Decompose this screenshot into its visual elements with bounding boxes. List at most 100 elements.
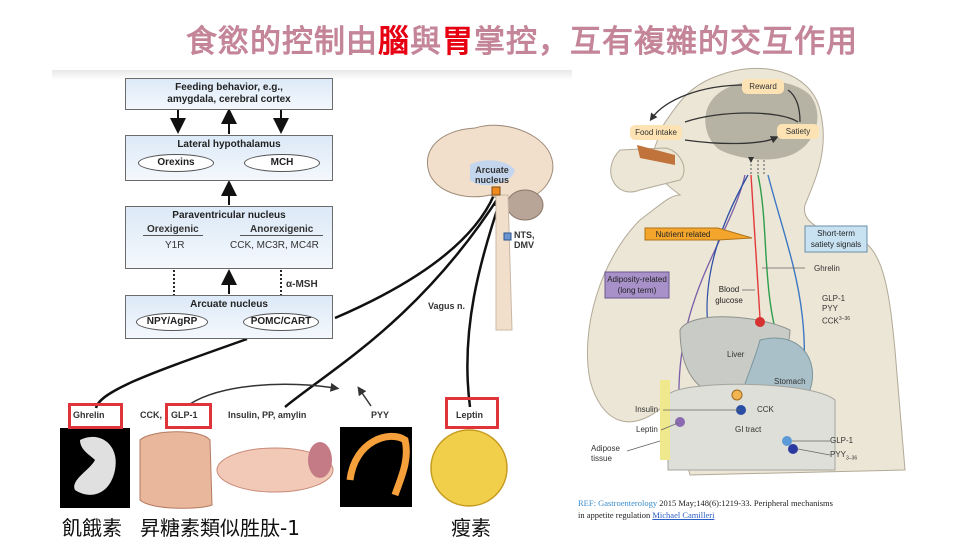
liver-label: Liver xyxy=(727,350,745,359)
pyy-dot xyxy=(788,444,798,454)
brain-arcuate-line1: Arcuate xyxy=(475,165,509,175)
curve-glp1-to-pancreas xyxy=(189,382,340,405)
adipose-image xyxy=(430,429,508,507)
curve-arcuate-to-brain xyxy=(334,194,496,320)
arcuate-nucleus-title: Arcuate nucleus xyxy=(190,299,268,310)
pyy-bottom-label: PYY3–36 xyxy=(830,450,857,462)
anorexigenic-label: Anorexigenic xyxy=(240,224,324,236)
dmv-label: DMV xyxy=(514,240,534,250)
glp1-top-label: GLP-1 xyxy=(822,294,846,303)
ghrelin-label: Ghrelin xyxy=(814,264,840,273)
orexins-oval: Orexins xyxy=(138,154,214,172)
blood-glucose-dot xyxy=(755,317,765,327)
adipose-tissue-label: Adipose tissue xyxy=(591,444,620,464)
title-brain-highlight: 腦 xyxy=(378,24,410,60)
stomach-label: Stomach xyxy=(774,377,806,386)
inhibit-satiety-to-food xyxy=(684,112,799,123)
title-part-2: 與 xyxy=(410,24,442,60)
y1r-label: Y1R xyxy=(165,240,185,251)
short-term-label: Short-term satiety signals xyxy=(805,228,867,250)
glp1-chinese-label: 昇糖素類似胜肽-1 xyxy=(140,516,300,540)
reference-citation: REF: Gastroenterology 2015 May;148(6):12… xyxy=(578,497,838,521)
intestine-image xyxy=(139,431,213,509)
cck-superscript: 3–36 xyxy=(838,316,851,322)
vagus-label: Vagus n. xyxy=(428,301,466,311)
right-brain-illustration xyxy=(705,80,818,160)
leptin-chinese-label: 瘦素 xyxy=(451,516,491,540)
adiposity-label: Adiposity-related (long term) xyxy=(605,274,669,296)
hormone-glp1: GLP-1 xyxy=(171,410,198,420)
pyy-bottom-text: PYY xyxy=(830,450,847,459)
nts-dmv-label: NTS, DMV xyxy=(514,230,535,250)
adipose-line1: Adipose xyxy=(591,444,620,453)
reference-citation-text: 2015 May;148(6):1219-33. xyxy=(657,498,754,508)
adipose-illustration xyxy=(660,380,670,460)
spleen-image xyxy=(308,442,332,478)
cck-text: CCK xyxy=(822,316,839,326)
slide-title: 食慾的控制由腦與胃掌控，互有複雜的交互作用 xyxy=(186,16,858,61)
title-part-1: 食慾的控制由 xyxy=(186,24,378,60)
blood-line2: glucose xyxy=(715,296,743,305)
gi-tract-label: GI tract xyxy=(735,425,762,434)
arrow-food-to-satiety xyxy=(684,136,779,145)
reference-prefix[interactable]: REF: Gastroenterology xyxy=(578,498,658,508)
npy-agrp-oval: NPY/AgRP xyxy=(136,313,208,331)
anorexigenic-receptors-label: CCK, MC3R, MC4R xyxy=(230,240,319,251)
insulin-dot xyxy=(736,405,746,415)
satiety-label: Satiety xyxy=(777,124,819,139)
cck-source-dot xyxy=(731,389,743,401)
curve-leptin-to-brain xyxy=(466,194,504,408)
nts-label: NTS, xyxy=(514,230,535,240)
insulin-label: Insulin xyxy=(635,405,659,414)
glp1-pyy-cck-label: GLP-1 PYY CCK3–36 xyxy=(822,294,850,327)
brain-arcuate-line2: nucleus xyxy=(475,175,510,185)
alpha-msh-label: α-MSH xyxy=(286,279,318,290)
sandwich-illustration xyxy=(637,145,675,165)
hormone-leptin: Leptin xyxy=(456,410,483,420)
curve-insulin-to-brain xyxy=(284,194,502,408)
glp1-bottom-label: GLP-1 xyxy=(830,436,854,445)
pyy-top-label: PYY xyxy=(822,304,839,313)
short-term-callout-shape xyxy=(804,225,868,253)
brainstem-illustration xyxy=(495,194,513,331)
hormone-ghrelin: Ghrelin xyxy=(73,410,105,420)
pyy-subscript: 3–36 xyxy=(846,455,858,462)
food-intake-label: Food intake xyxy=(630,125,682,140)
leptin-label: Leptin xyxy=(636,425,658,434)
highlight-box-glp1 xyxy=(165,403,212,429)
feeding-behavior-box: Feeding behavior, e.g., amygdala, cerebr… xyxy=(125,78,333,110)
reference-title: Peripheral mechanisms in appetite regula… xyxy=(578,498,833,520)
lateral-hypothalamus-title: Lateral hypothalamus xyxy=(177,139,281,150)
adiposity-callout-shape xyxy=(604,271,670,299)
feeding-line-1: Feeding behavior, e.g., xyxy=(175,82,283,93)
line-blood-glucose xyxy=(750,174,761,319)
hormone-pyy: PYY xyxy=(371,410,390,420)
highlight-box-ghrelin xyxy=(68,403,123,429)
pomc-cart-oval: POMC/CART xyxy=(243,313,319,331)
ghrelin-stain xyxy=(74,436,116,495)
pancreas-image xyxy=(216,447,334,493)
adiposity-line2: (long term) xyxy=(617,286,657,295)
line-adiposity xyxy=(678,174,746,421)
leptin-dot xyxy=(675,417,685,427)
nts-marker xyxy=(503,232,512,241)
curve-ghrelin-to-arcuate xyxy=(94,337,248,409)
paraventricular-box: Paraventricular nucleus xyxy=(125,206,333,269)
orexigenic-label: Orexigenic xyxy=(143,224,203,236)
feeding-line-2: amygdala, cerebral cortex xyxy=(167,94,291,105)
hormone-insulin-pp-amylin: Insulin, PP, amylin xyxy=(228,410,307,420)
reference-author-link[interactable]: Michael Camilleri xyxy=(652,510,715,520)
glp1-dot xyxy=(782,436,792,446)
arrow-reward-to-food xyxy=(649,84,746,122)
short-term-line2: satiety signals xyxy=(810,240,862,249)
paraventricular-title: Paraventricular nucleus xyxy=(172,210,286,221)
title-part-3: 掌控，互有複雜的交互作用 xyxy=(474,24,858,60)
hormone-cck: CCK, xyxy=(140,410,162,420)
cck-organ-label: CCK xyxy=(757,405,774,414)
short-term-line1: Short-term xyxy=(817,229,855,238)
blood-glucose-label: Blood glucose xyxy=(714,284,744,306)
image-shadow xyxy=(52,70,572,80)
hypothalamus-region xyxy=(470,160,515,186)
inhibit-satiety-to-reward xyxy=(787,89,801,123)
